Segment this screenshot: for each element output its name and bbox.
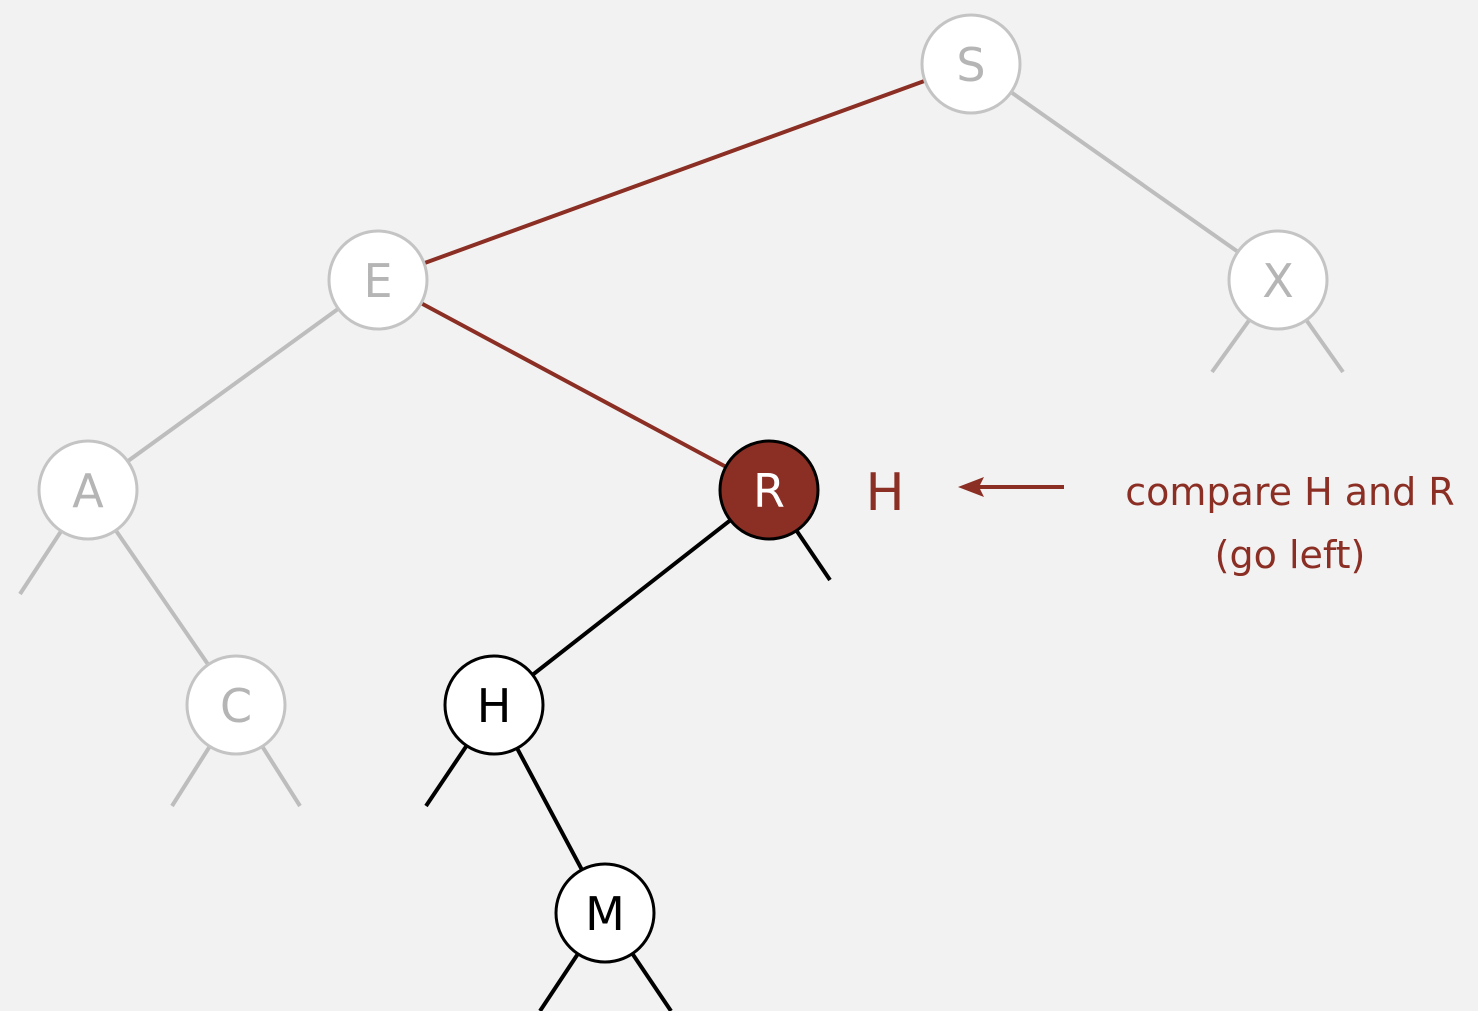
edge-s-x [969,62,1280,282]
node-circle [554,862,656,964]
edge-e-r [376,278,771,492]
node-e: E [327,229,429,331]
node-m: M [554,862,656,964]
node-a: A [37,439,139,541]
node-label: A [72,464,104,518]
node-label: E [363,254,392,308]
arrow-left-icon [958,477,1064,497]
null-links-layer [18,278,1345,1011]
node-s: S [920,13,1022,115]
node-label: C [220,679,252,733]
node-c: C [185,654,287,756]
annotation-line-2: (go left) [1215,533,1366,577]
node-circle [443,654,545,756]
node-circle [718,439,820,541]
nodes-layer: S E X A C R H M [37,13,1329,964]
node-label: X [1262,254,1294,308]
search-key: H [865,463,904,523]
edge-e-a [86,278,380,492]
node-circle [37,439,139,541]
edge-r-h [492,488,771,707]
edges-layer [86,62,1280,915]
node-circle [1227,229,1329,331]
node-label: M [585,887,625,941]
node-circle [327,229,429,331]
node-label: H [477,679,512,733]
annotation-line-1: compare H and R [1125,470,1454,514]
node-h: H [443,654,545,756]
edge-s-e [376,62,973,282]
node-label: R [753,464,785,518]
node-label: S [956,38,985,92]
node-r: R [718,439,820,541]
node-circle [185,654,287,756]
node-x: X [1227,229,1329,331]
node-circle [920,13,1022,115]
